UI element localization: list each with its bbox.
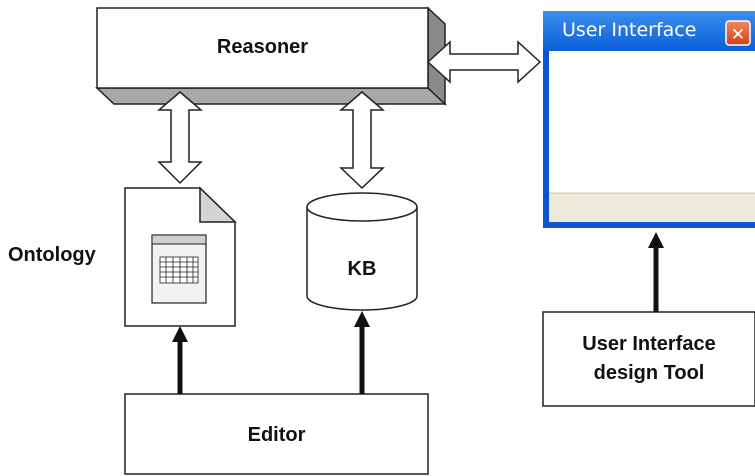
kb-database-icon (306, 192, 418, 311)
reasoner-kb-double-arrow (338, 91, 386, 190)
reasoner-ontology-double-arrow (156, 91, 204, 185)
reasoner-box-front-face (96, 7, 429, 89)
ui-design-tool-box (542, 311, 755, 407)
ui-window-client-area (549, 51, 755, 193)
reasoner-box-bottom-face (95, 87, 447, 105)
kb-cylinder-body (306, 207, 418, 311)
reasoner-label: Reasoner (216, 36, 309, 58)
tool-ui-arrow (648, 232, 664, 312)
kb-cylinder-top (306, 192, 418, 222)
editor-label: Editor (247, 424, 306, 446)
ui-window-titlebar (543, 11, 755, 51)
reasoner-ui-double-arrow (426, 40, 542, 84)
ontology-label: Ontology (8, 244, 96, 266)
ontology-mini-window-titlebar (151, 234, 207, 245)
spreadsheet-grid-icon (159, 256, 199, 284)
kb-label: KB (347, 258, 377, 280)
user-interface-window: ✕ (543, 11, 755, 228)
editor-ontology-arrow (172, 326, 188, 394)
ui-tool-label-line2: design Tool (593, 362, 705, 384)
close-glyph: ✕ (731, 25, 745, 45)
ui-window-status-bar (549, 193, 755, 222)
ui-window-title: User Interface (562, 19, 697, 41)
close-icon (725, 20, 751, 46)
ui-tool-label-line1: User Interface (582, 333, 716, 355)
editor-box (124, 393, 429, 475)
ontology-page-fold (199, 186, 237, 223)
editor-kb-arrow (354, 311, 370, 394)
ontology-document-icon (124, 186, 237, 327)
